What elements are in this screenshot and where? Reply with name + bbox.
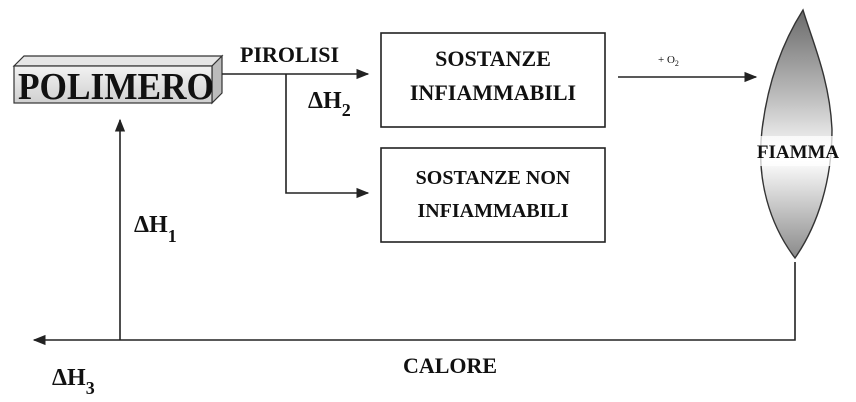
polymer-block: POLIMERO [12, 54, 224, 108]
polymer-label: POLIMERO [18, 66, 214, 108]
heat-return-line [32, 262, 796, 346]
delta-h3-label: ΔH3 [52, 365, 95, 398]
flame-shape [752, 8, 848, 260]
nonflammable-branch-arrow [285, 74, 370, 199]
nonflammable-box-line2: INFIAMMABILI [417, 200, 568, 222]
flammable-box-line2: INFIAMMABILI [410, 80, 576, 105]
flammable-substances-box: SOSTANZE INFIAMMABILI [380, 32, 606, 128]
delta-h1-label: ΔH1 [134, 212, 177, 246]
heat-label: CALORE [403, 353, 497, 378]
nonflammable-substances-box: SOSTANZE NON INFIAMMABILI [380, 147, 606, 243]
nonflammable-box-line1: SOSTANZE NON [416, 167, 571, 189]
flammable-box-line1: SOSTANZE [435, 46, 551, 71]
pyrolysis-label: PIROLISI [240, 42, 339, 67]
delta-h2-label: ΔH2 [308, 88, 351, 120]
oxygen-label: + O2 [658, 54, 679, 68]
flame-label: FIAMMA [757, 142, 840, 163]
